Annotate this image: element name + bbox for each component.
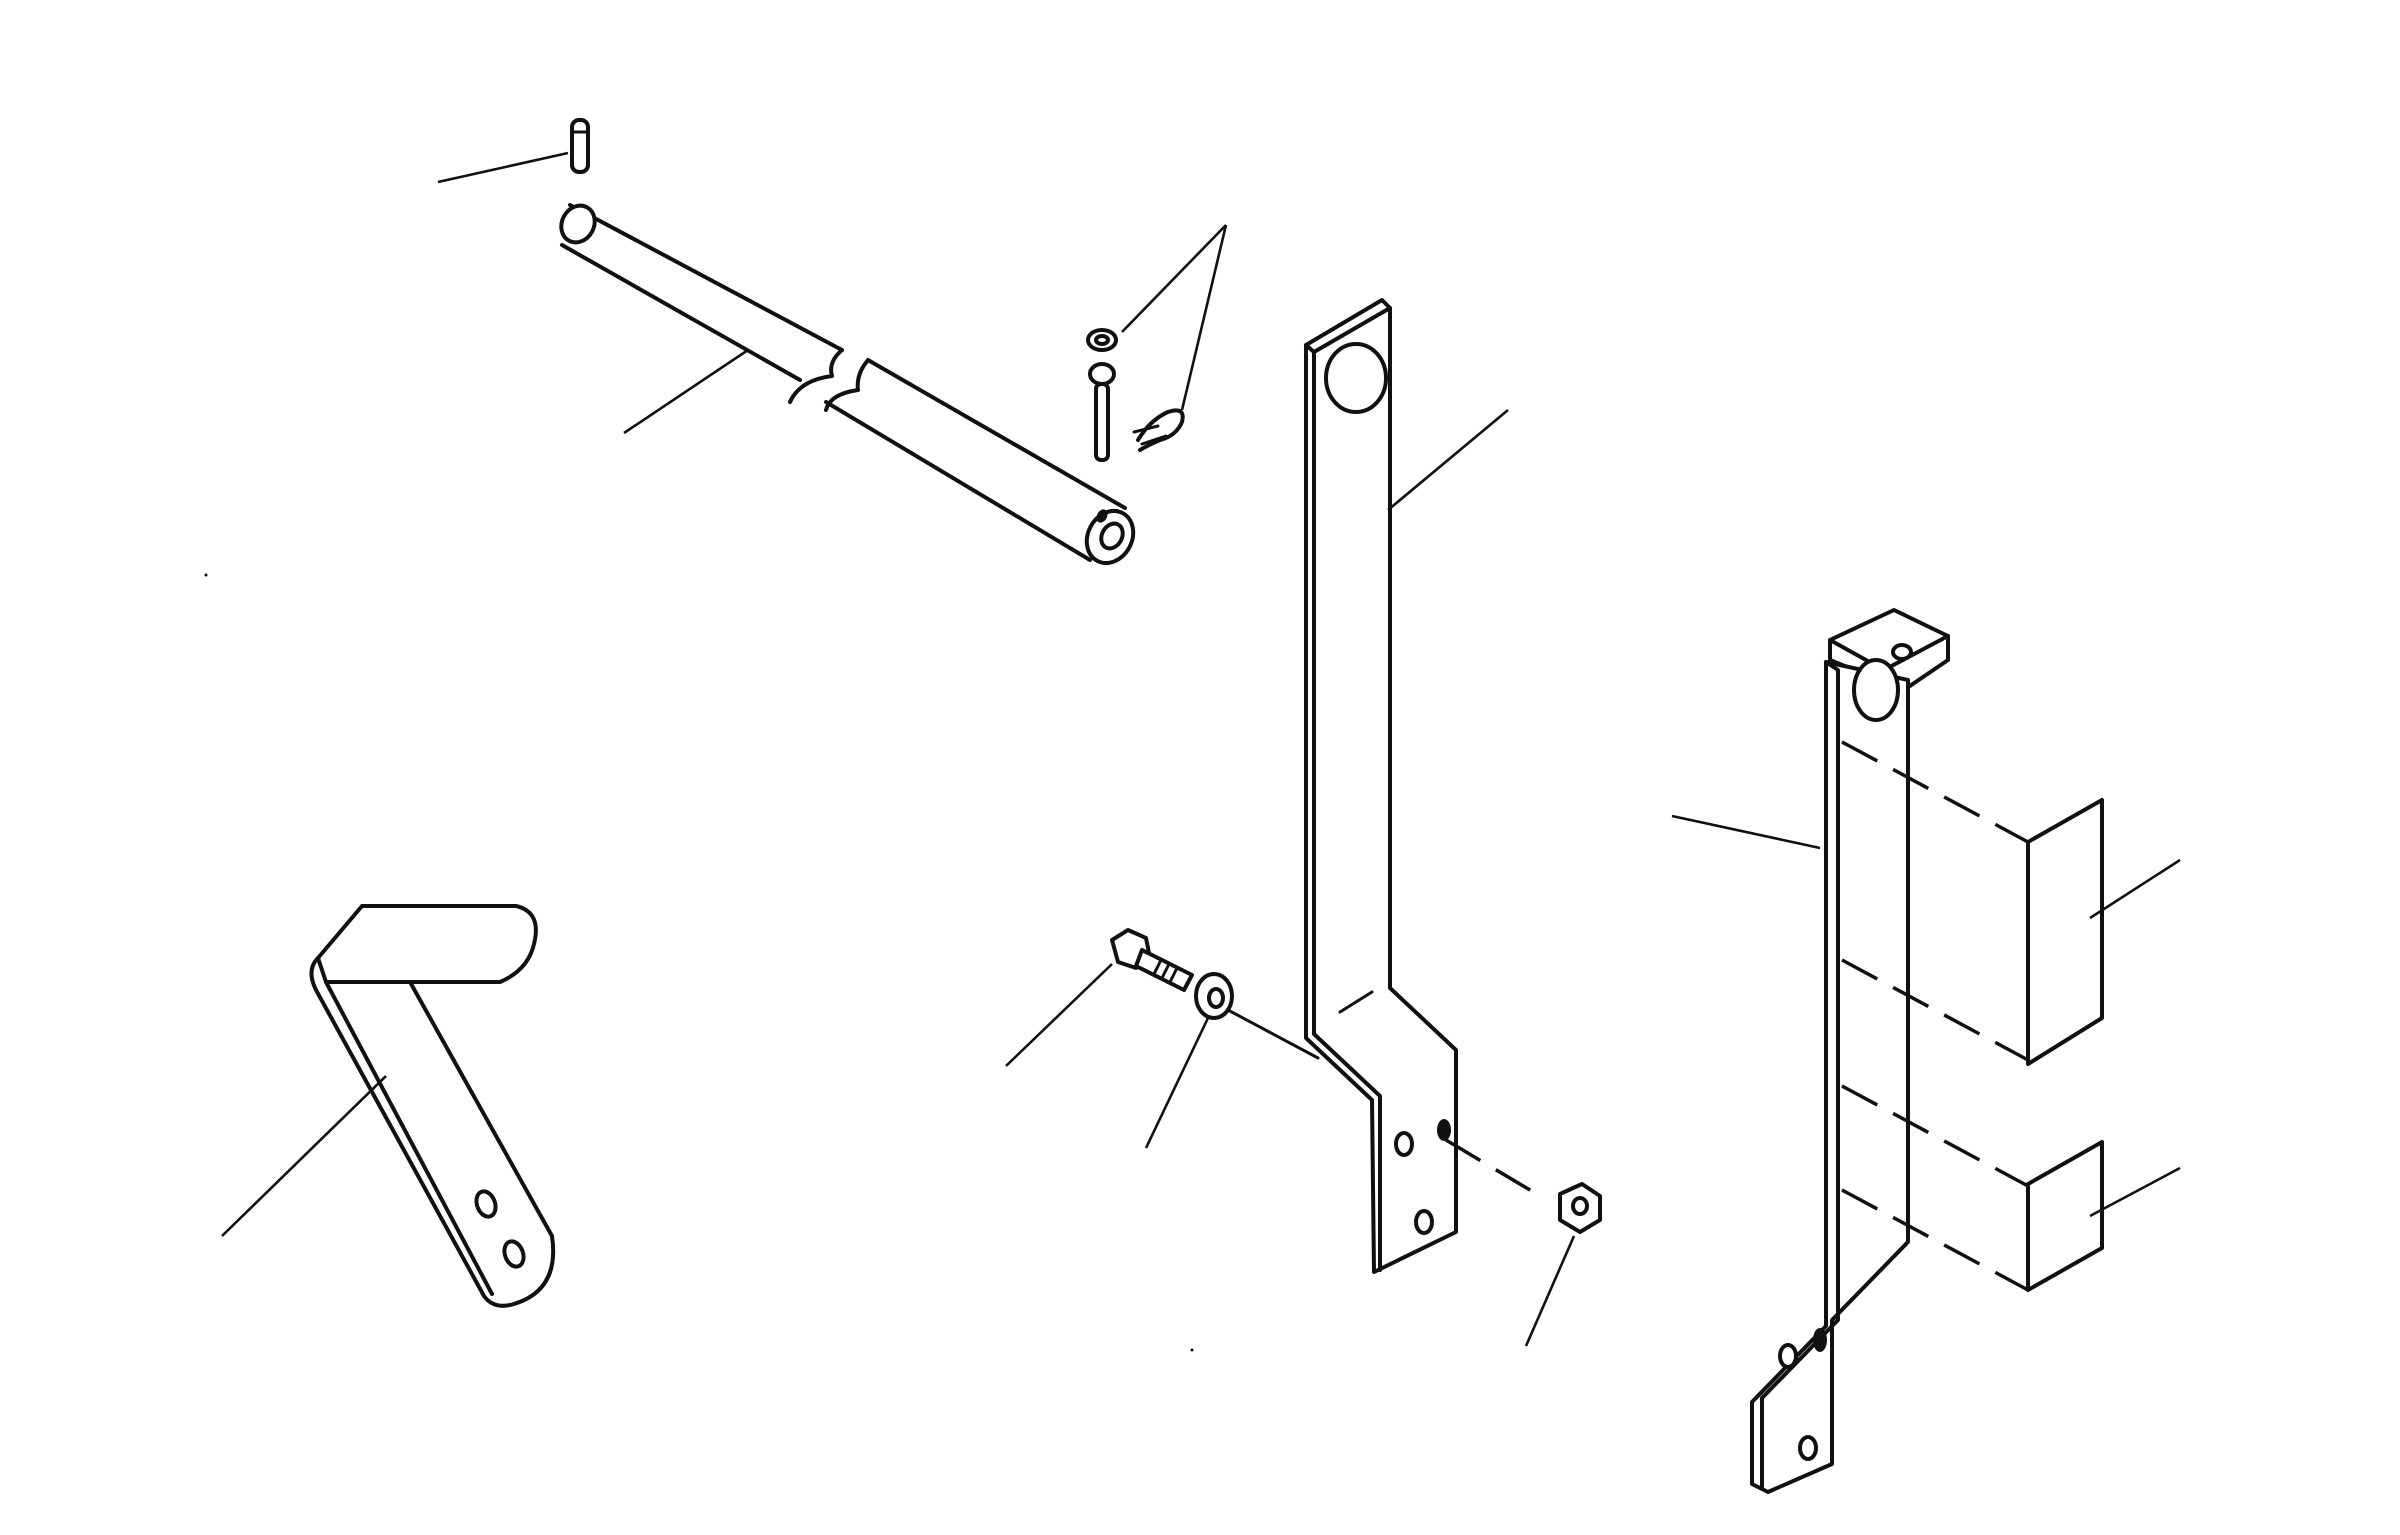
leader-line-shaft [623,348,749,435]
leader-line-clevis-pin [1121,224,1227,333]
leader-line-pad-upper [2089,858,2181,920]
leader-line-bolt [1005,963,1113,1067]
upper-arm-part [1304,298,1458,1274]
leader-line-nut [1524,1235,1576,1347]
pad-lower-part [2026,1140,2104,1292]
bolt-part [1110,928,1194,992]
pad-upper-part [2026,798,2104,1066]
assembly-dashed-line-pad-lower-b [1841,1188,2029,1292]
leader-line-washer [1144,1017,1210,1149]
scan-speck [1190,1348,1194,1352]
hair-clip-part [1132,408,1185,452]
leader-line-pad-lower [2089,1166,2181,1218]
nut-part [1558,1182,1602,1234]
lower-arm-part [1750,608,1950,1494]
leader-line-lower-arm [1671,814,1821,850]
dowel-pin-part [570,118,590,174]
assembly-dashed-line-pad-upper-a [1841,740,2029,844]
assembly-dashed-line-pad-lower-a [1841,1084,2029,1188]
shaft-part [559,203,1136,565]
washer-part [1194,972,1320,1060]
leader-line-hair-clip [1180,224,1228,411]
assembly-dashed-line-pad-upper-b [1841,958,2029,1062]
angle-bracket-part [309,904,556,1308]
leader-line-angle-bracket [221,1075,387,1237]
scan-speck [204,573,208,577]
leader-line-dowel-pin [437,151,569,184]
assembly-dashed-line-nut [1445,1138,1541,1198]
clevis-pin-part [1086,328,1118,462]
leader-line-upper-arm [1387,409,1509,511]
